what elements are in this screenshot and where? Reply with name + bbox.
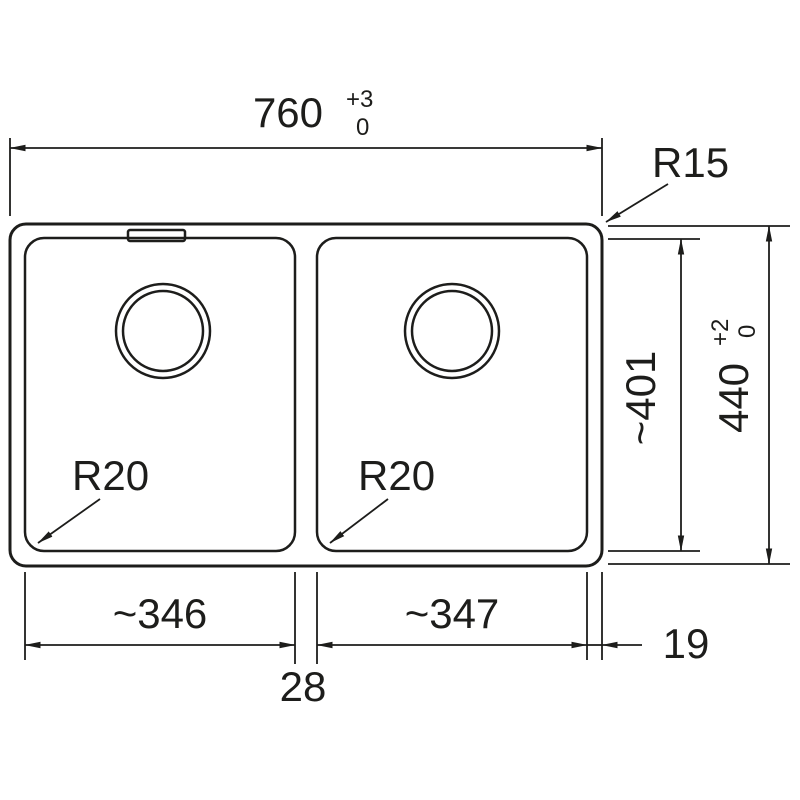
- right-bowl-radius-label: R20: [358, 452, 435, 499]
- left-drain-inner-circle: [121, 289, 205, 373]
- overall-depth-tol-upper: +2: [707, 319, 734, 346]
- left-bowl-width-value: ~346: [113, 590, 208, 637]
- overall-depth-tol-lower: 0: [734, 325, 761, 338]
- dimension-left-bowl-radius: R20: [37, 452, 149, 544]
- overflow-slot: [126, 228, 187, 243]
- right-drain-inner-circle: [410, 289, 494, 373]
- leader-line: [37, 498, 101, 544]
- dimension-overall-depth: 440 +2 0: [608, 225, 790, 565]
- overall-depth-value: 440: [710, 363, 757, 433]
- dimension-overall-width: 760 +3 0: [9, 86, 603, 216]
- dimension-outer-corner-radius: R15: [605, 139, 729, 223]
- left-drain-outer-circle: [114, 282, 212, 380]
- overall-width-tol-lower: 0: [356, 114, 369, 141]
- divider-width-value: 28: [280, 663, 327, 710]
- dimension-right-bowl-radius: R20: [329, 452, 435, 544]
- dimension-bowl-depth: ~401: [608, 238, 700, 552]
- overall-width-value: 760: [253, 89, 323, 136]
- right-bowl-width-value: ~347: [405, 590, 500, 637]
- dimension-bottom-group: ~346 ~347 28 19: [24, 572, 710, 710]
- leader-line: [329, 498, 389, 544]
- sink-body: [8, 222, 604, 568]
- bowl-depth-value: ~401: [617, 351, 664, 446]
- overall-width-tol-upper: +3: [346, 86, 373, 113]
- right-rim-width-value: 19: [663, 620, 710, 667]
- left-bowl-radius-label: R20: [72, 452, 149, 499]
- right-bowl-outline: [315, 236, 589, 553]
- leader-line: [605, 183, 669, 223]
- outer-corner-radius-label: R15: [652, 139, 729, 186]
- left-bowl-outline: [23, 236, 297, 553]
- sink-outer-outline: [8, 222, 604, 568]
- right-drain-outer-circle: [403, 282, 501, 380]
